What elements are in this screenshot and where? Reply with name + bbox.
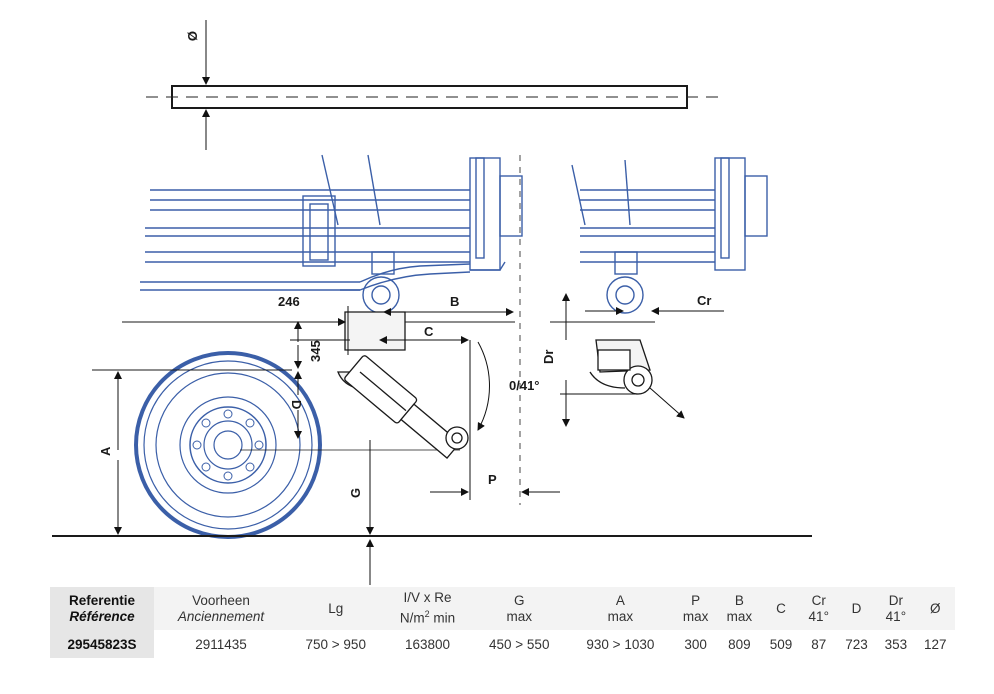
- header-dr-angle: 41°: [885, 608, 907, 624]
- header-g-label: G: [513, 592, 525, 608]
- dimension-arrows: [114, 293, 724, 585]
- cell-d: 723: [845, 636, 868, 652]
- diameter-label: Ø: [185, 31, 200, 41]
- cell-g: 450 > 550: [489, 636, 550, 652]
- cell-reference: 29545823S: [50, 630, 154, 658]
- header-c: C: [776, 600, 786, 616]
- dim-a-label: A: [98, 446, 113, 456]
- dim-cr-label: Cr: [697, 293, 711, 308]
- dim-345-label: 345: [308, 340, 323, 362]
- cell-ivxre: 163800: [404, 636, 451, 652]
- header-a-max: max: [607, 608, 634, 624]
- header-lg: Lg: [328, 600, 344, 616]
- header-cr-angle: 41°: [808, 608, 829, 624]
- dim-b-label: B: [450, 294, 459, 309]
- header-previous-fr: Anciennement: [177, 608, 265, 624]
- cell-dr: 353: [884, 636, 908, 652]
- header-ivxre-min: min: [429, 610, 456, 626]
- dim-d-label: D: [289, 400, 304, 409]
- wheel: [134, 351, 322, 539]
- header-a-label: A: [615, 592, 625, 608]
- header-previous-nl: Voorheen: [192, 592, 250, 608]
- table-row: 29545823S 2911435 750 > 950 163800 450 >…: [50, 630, 955, 658]
- lift-cylinder-right: [589, 339, 653, 395]
- chassis-left: [140, 154, 523, 314]
- header-g-max: max: [506, 608, 532, 624]
- header-p-max: max: [682, 608, 709, 624]
- dim-p-label: P: [488, 472, 497, 487]
- header-reference-fr: Référence: [69, 608, 135, 624]
- cell-p: 300: [684, 636, 707, 652]
- header-ivxre-unit: N/m: [399, 610, 425, 626]
- cell-diameter: 127: [924, 636, 947, 652]
- dim-c-label: C: [424, 324, 434, 339]
- header-dr-label: Dr: [888, 592, 904, 608]
- cell-lg: 750 > 950: [305, 636, 366, 652]
- cell-cr: 87: [811, 636, 827, 652]
- header-cr-label: Cr: [811, 592, 826, 608]
- dim-246-label: 246: [278, 294, 300, 309]
- chassis-right: [571, 157, 768, 314]
- cell-previous: 2911435: [195, 636, 247, 652]
- header-b-label: B: [734, 592, 744, 608]
- header-d: D: [851, 600, 862, 616]
- spec-table-header: Referentie Référence Voorheen Ancienneme…: [50, 587, 955, 630]
- header-ivxre-sup: 2: [424, 609, 430, 620]
- cell-a: 930 > 1030: [586, 636, 655, 652]
- axle-bar-top-view: Ø: [146, 20, 720, 150]
- header-diameter: Ø: [930, 600, 941, 616]
- cell-b: 809: [728, 636, 751, 652]
- dim-g-label: G: [348, 488, 363, 498]
- reference-lines: [52, 155, 812, 537]
- dim-dr-label: Dr: [541, 350, 556, 364]
- technical-drawing: Ø: [52, 20, 812, 585]
- spec-table: Referentie Référence Voorheen Ancienneme…: [50, 587, 955, 658]
- header-p-label: P: [691, 592, 701, 608]
- lift-cylinder-left: [337, 311, 469, 459]
- header-b-max: max: [726, 608, 753, 624]
- cell-c: 509: [769, 636, 793, 652]
- header-reference-nl: Referentie: [68, 592, 136, 608]
- header-ivxre: I/V x Re N/m2 min: [384, 587, 472, 630]
- dim-angle-label: 0/41°: [509, 378, 540, 393]
- header-reference: Referentie Référence: [50, 587, 154, 630]
- header-ivxre-line1: I/V x Re: [403, 590, 452, 606]
- header-previous: Voorheen Anciennement: [154, 587, 288, 630]
